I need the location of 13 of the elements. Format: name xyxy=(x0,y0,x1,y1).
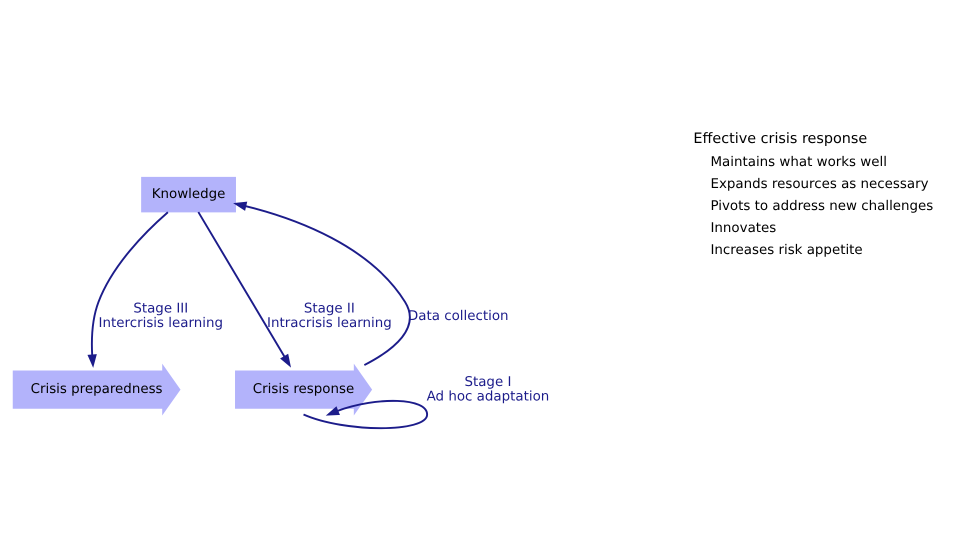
label: Innovates xyxy=(710,220,776,236)
label: Expands resources as necessary xyxy=(710,176,929,192)
arrow xyxy=(233,201,411,366)
node-box: Knowledge xyxy=(141,176,236,212)
edge-label: Stage III Intercrisis learning xyxy=(98,301,223,331)
edge-label: Stage I Ad hoc adaptation xyxy=(426,374,550,404)
edge-label: Stage II Intracrisis learning xyxy=(267,301,392,331)
label: Increases risk appetite xyxy=(710,242,863,258)
arrow xyxy=(87,211,168,368)
label: Pivots to address new challenges xyxy=(710,198,934,214)
label: Maintains what works well xyxy=(710,154,887,170)
label: Effective crisis response xyxy=(693,130,868,146)
arrow xyxy=(198,211,291,368)
